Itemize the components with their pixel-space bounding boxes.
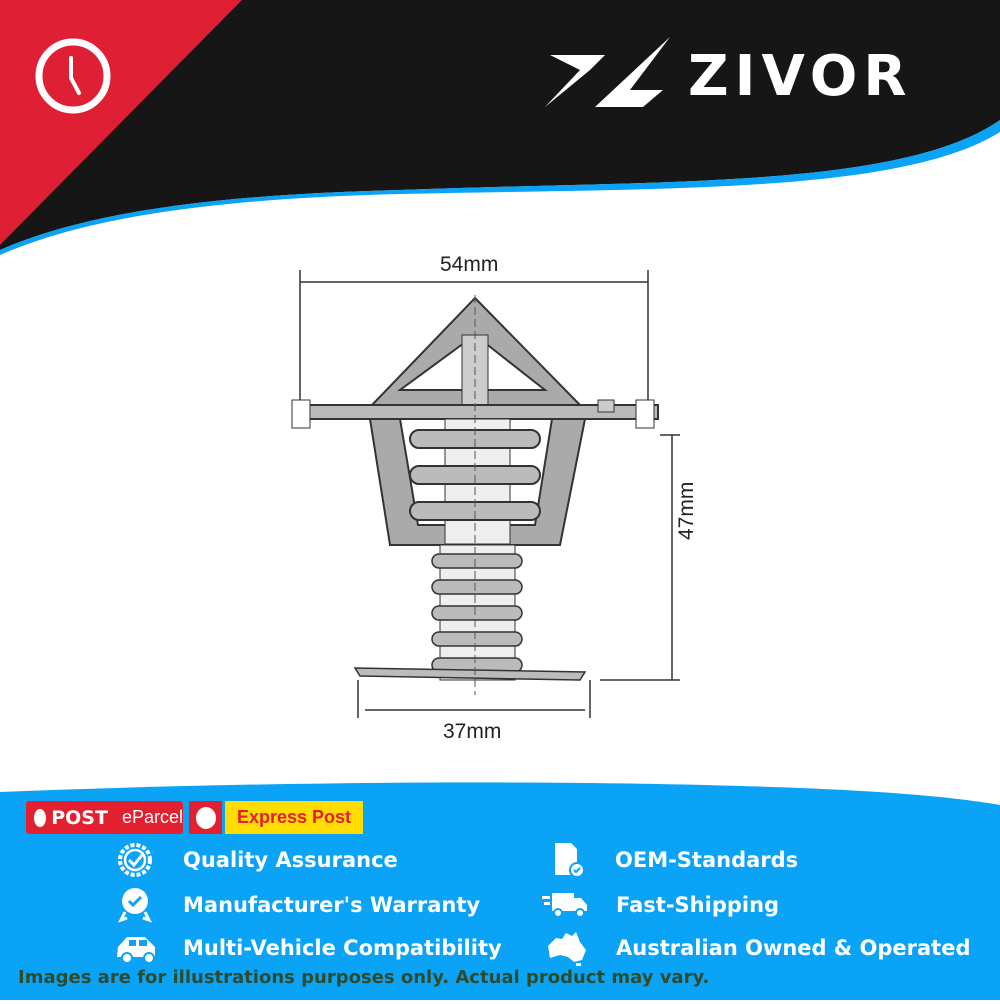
auspost-label: POST [51, 806, 108, 829]
award-ribbon-icon [115, 887, 155, 923]
document-check-icon [547, 842, 587, 878]
car-icon [115, 930, 155, 966]
auspost-logo-icon [34, 808, 47, 827]
header-banner: ZIVOR [0, 0, 1000, 260]
thermostat-drawing [291, 270, 680, 718]
feature-label: Manufacturer's Warranty [183, 893, 481, 917]
australia-map-icon [544, 930, 588, 966]
feature-multi-vehicle: Multi-Vehicle Compatibility [115, 930, 502, 966]
feature-label: OEM-Standards [615, 848, 799, 872]
clock-icon [35, 38, 111, 114]
brand-logo-text: ZIVOR [688, 44, 913, 109]
base-dimension-label: 37mm [443, 720, 502, 743]
feature-oem-standards: OEM-Standards [547, 842, 798, 878]
express-post-badge: Express Post [225, 801, 363, 834]
header-background [0, 0, 1000, 255]
feature-label: Australian Owned & Operated [616, 936, 971, 960]
footer-background [0, 782, 1000, 1000]
auspost-logo-icon [195, 806, 216, 829]
eparcel-label: eParcel [121, 807, 183, 827]
auspost-express-logo [189, 801, 222, 834]
feature-australian-owned: Australian Owned & Operated [544, 930, 970, 966]
height-dimension-label: 47mm [675, 481, 698, 540]
delivery-truck-icon [542, 887, 588, 923]
feature-fast-shipping: Fast-Shipping [542, 887, 779, 923]
badge-check-icon [115, 842, 155, 878]
disclaimer-text: Images are for illustrations purposes on… [18, 967, 710, 988]
feature-manufacturers-warranty: Manufacturer's Warranty [115, 887, 480, 923]
feature-label: Quality Assurance [183, 848, 398, 872]
feature-label: Fast-Shipping [616, 893, 780, 917]
feature-label: Multi-Vehicle Compatibility [183, 936, 502, 960]
footer-banner [0, 780, 1000, 1000]
auspost-eparcel-badge: POST eParcel [26, 801, 183, 834]
feature-quality-assurance: Quality Assurance [115, 842, 398, 878]
zivor-logo-mark [545, 37, 670, 107]
thermostat-diagram: 54mm 47mm 37mm [0, 240, 1000, 780]
express-post-label: Express Post [236, 807, 352, 827]
width-dimension-label: 54mm [440, 253, 499, 276]
